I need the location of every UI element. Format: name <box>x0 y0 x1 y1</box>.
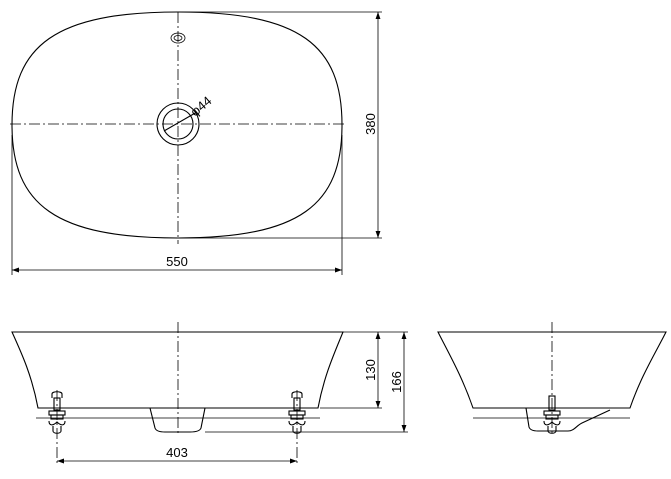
side-fixing-bolt <box>543 395 561 434</box>
side-view <box>437 322 667 436</box>
top-view: φ44 380 550 <box>10 11 382 275</box>
side-foot <box>525 407 611 432</box>
total-height-dimension <box>205 332 408 433</box>
basin-outline-front <box>11 331 344 409</box>
right-fixing-bolt <box>288 390 306 465</box>
basin-height-label: 130 <box>363 359 378 381</box>
drain-hole <box>156 102 200 146</box>
front-foot <box>149 407 206 433</box>
width-dimension <box>178 11 382 239</box>
basin-outline-top <box>11 11 343 239</box>
basin-height-dimension <box>320 331 408 409</box>
width-dimension-label: 380 <box>363 113 378 135</box>
basin-outline-side <box>437 331 667 409</box>
length-dimension-label: 550 <box>166 254 188 269</box>
length-dimension <box>11 135 343 275</box>
total-height-label: 166 <box>389 371 404 393</box>
tap-hole <box>170 32 186 44</box>
fixing-spacing-label: 403 <box>166 445 188 460</box>
left-fixing-bolt <box>48 390 66 465</box>
front-view: 403 130 166 <box>11 322 408 465</box>
